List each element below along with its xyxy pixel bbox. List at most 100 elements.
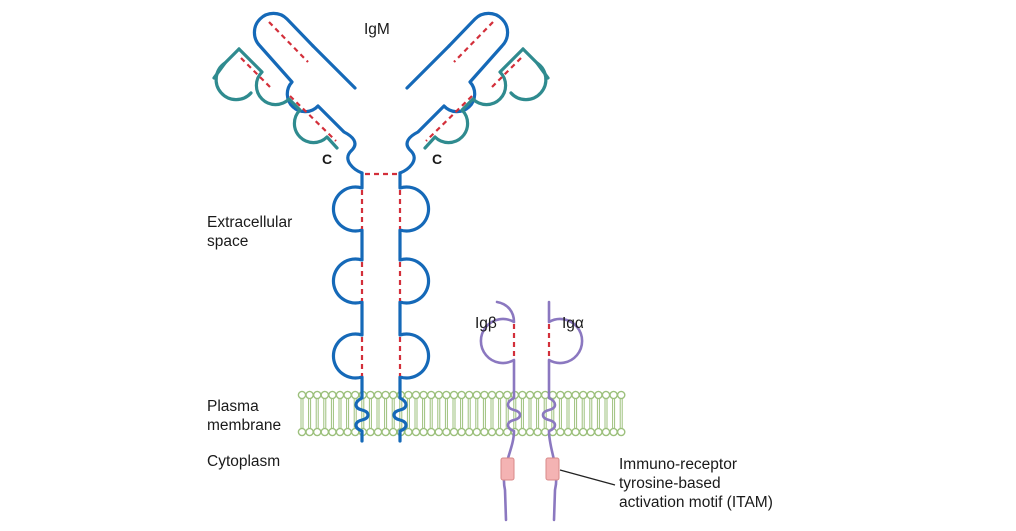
- lipid-head-inner: [381, 427, 390, 437]
- disulfide-bond: [268, 21, 309, 63]
- lipid-head-outer: [571, 390, 580, 400]
- lipid-head-outer: [388, 390, 398, 400]
- lipid-head-outer: [381, 390, 390, 400]
- itam-motif-alpha: [545, 457, 560, 481]
- extracellular-label-line1: Extracellular: [207, 214, 293, 231]
- lipid-head-outer: [426, 390, 436, 400]
- lipid-head-outer: [312, 390, 322, 400]
- plasma-membrane-label: Plasma membrane: [207, 397, 281, 435]
- ig-beta-chain: [479, 300, 522, 522]
- lipid-head-inner: [449, 427, 459, 437]
- ig-beta-label: Igβ: [475, 315, 497, 332]
- lipid-head-inner: [373, 427, 383, 437]
- lipid-head-inner: [297, 427, 307, 437]
- light-chain-left: [237, 47, 339, 150]
- lipid-head-inner: [388, 427, 398, 437]
- lipid-head-inner: [594, 427, 603, 437]
- itam-label-line2: tyrosine-based: [619, 475, 721, 492]
- lipid-head-inner: [616, 427, 626, 437]
- lipid-head-inner: [525, 427, 535, 437]
- lipid-head-outer: [495, 390, 504, 400]
- lipid-head-outer: [586, 390, 596, 400]
- lipid-head-inner: [457, 427, 466, 437]
- lipid-head-outer: [335, 390, 345, 400]
- cytoplasm-label: Cytoplasm: [207, 453, 281, 470]
- lipid-head-inner: [464, 427, 474, 437]
- lipid-head-inner: [305, 427, 314, 437]
- extracellular-space-label: Extracellular space: [207, 213, 292, 251]
- lipid-head-inner: [434, 427, 444, 437]
- lipid-head-inner: [328, 427, 337, 437]
- lipid-head-inner: [480, 427, 489, 437]
- lipid-head-outer: [419, 390, 428, 400]
- lipid-head-outer: [320, 390, 330, 400]
- lipid-head-outer: [533, 390, 542, 400]
- itam-label-line1: Immuno-receptor: [619, 456, 738, 473]
- molecules: [212, 11, 616, 522]
- disulfide-bond: [489, 57, 522, 90]
- lipid-head-inner: [518, 427, 527, 437]
- heavy-chain-right: [392, 171, 431, 443]
- lipid-head-outer: [442, 390, 451, 400]
- disulfide-bond: [289, 95, 337, 142]
- lipid-head-inner: [533, 427, 542, 437]
- heavy-chain-right-arm: [398, 11, 510, 175]
- lipid-head-outer: [480, 390, 489, 400]
- heavy-chain-left: [331, 171, 370, 443]
- lipid-head-outer: [404, 390, 413, 400]
- lipid-head-inner: [609, 427, 618, 437]
- ig-alpha-label: Igα: [562, 315, 584, 332]
- plasma-label-line2: membrane: [207, 417, 282, 434]
- lipid-head-outer: [328, 390, 337, 400]
- plasma-label-line1: Plasma: [207, 398, 259, 415]
- heavy-chain-left-arm-end: [311, 44, 357, 90]
- lipid-head-outer: [411, 390, 421, 400]
- lipid-head-outer: [449, 390, 459, 400]
- lipid-head-inner: [563, 427, 573, 437]
- lipid-head-outer: [518, 390, 527, 400]
- lipid-head-inner: [556, 427, 565, 437]
- lipid-head-inner: [442, 427, 451, 437]
- lipid-head-outer: [457, 390, 466, 400]
- ig-alpha-chain: [541, 300, 584, 522]
- lipid-head-inner: [571, 427, 580, 437]
- lipid-head-outer: [366, 390, 375, 400]
- lipid-head-inner: [335, 427, 345, 437]
- lipid-head-inner: [426, 427, 436, 437]
- light-chain-right-loop: [509, 61, 548, 102]
- lipid-head-inner: [601, 427, 611, 437]
- lipid-head-inner: [366, 427, 375, 437]
- lipid-head-outer: [373, 390, 383, 400]
- lipid-head-outer: [556, 390, 565, 400]
- igm-label: IgM: [364, 21, 390, 38]
- itam-label-line3: activation motif (ITAM): [619, 494, 773, 511]
- light-chain-left-loop: [214, 61, 253, 102]
- plasma-membrane-bilayer: [297, 390, 626, 437]
- lipid-head-inner: [419, 427, 428, 437]
- lipid-head-inner: [320, 427, 330, 437]
- lipid-head-outer: [502, 390, 512, 400]
- lipid-head-outer: [609, 390, 618, 400]
- disulfide-bond: [425, 95, 473, 142]
- lipid-head-outer: [487, 390, 497, 400]
- extracellular-label-line2: space: [207, 233, 249, 250]
- lipid-head-inner: [586, 427, 596, 437]
- lipid-head-outer: [343, 390, 352, 400]
- lipid-head-inner: [487, 427, 497, 437]
- itam-pointer-line: [559, 469, 616, 486]
- lipid-head-outer: [472, 390, 482, 400]
- lipid-head-inner: [578, 427, 588, 437]
- itam-motif-beta: [500, 457, 515, 481]
- lipid-head-inner: [411, 427, 421, 437]
- c-terminal-left-label: C: [322, 151, 333, 167]
- disulfide-bond: [240, 57, 273, 90]
- lipid-head-inner: [312, 427, 322, 437]
- lipid-head-outer: [525, 390, 535, 400]
- lipid-head-outer: [578, 390, 588, 400]
- lipid-head-inner: [404, 427, 413, 437]
- lipid-head-outer: [434, 390, 444, 400]
- lipid-head-outer: [350, 390, 360, 400]
- lipid-head-outer: [305, 390, 314, 400]
- itam-label: Immuno-receptor tyrosine-based activatio…: [619, 455, 773, 512]
